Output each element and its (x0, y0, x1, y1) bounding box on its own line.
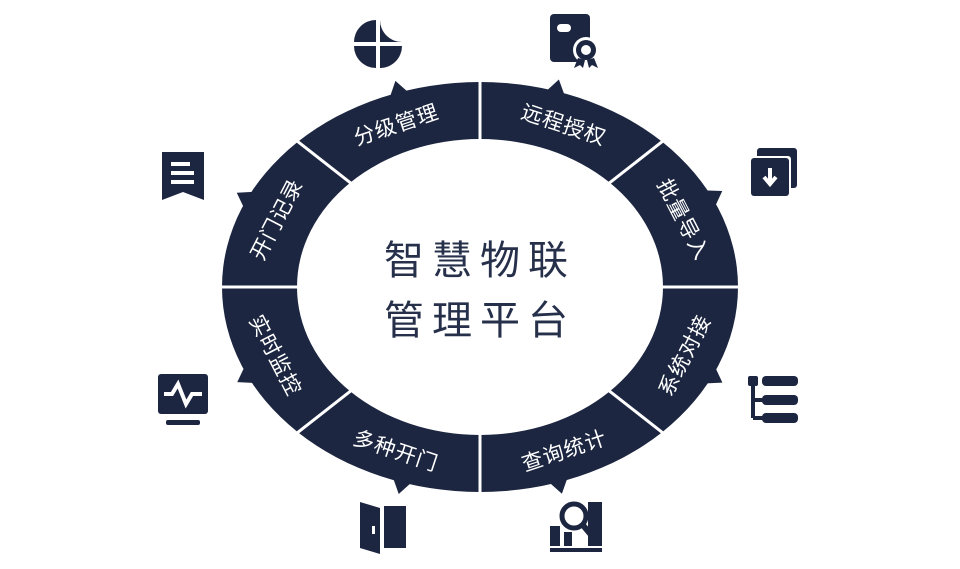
segment-pointer (700, 190, 723, 211)
hierarchy-icon (748, 376, 798, 423)
pinwheel-icon (354, 20, 402, 68)
segment-divider (605, 138, 667, 187)
segment-pointer (391, 473, 415, 494)
center-title-line2: 管理平台 (384, 298, 576, 344)
segment-pointer (388, 80, 412, 102)
segment-divider (293, 387, 355, 436)
search-chart-icon (550, 501, 602, 552)
segment-pointer (237, 362, 259, 384)
monitor-pulse-icon (158, 374, 208, 425)
door-icon (360, 502, 406, 554)
certificate-icon (550, 14, 599, 68)
import-icon (749, 148, 797, 198)
segment-divider (293, 138, 355, 187)
segment-pointer (236, 191, 259, 213)
segment-pointer (545, 473, 570, 494)
center-title-line1: 智慧物联 (384, 238, 576, 284)
segment-pointer (700, 363, 723, 384)
segment-divider (605, 387, 667, 436)
segment-pointer (542, 79, 567, 100)
record-list-icon (162, 152, 204, 200)
